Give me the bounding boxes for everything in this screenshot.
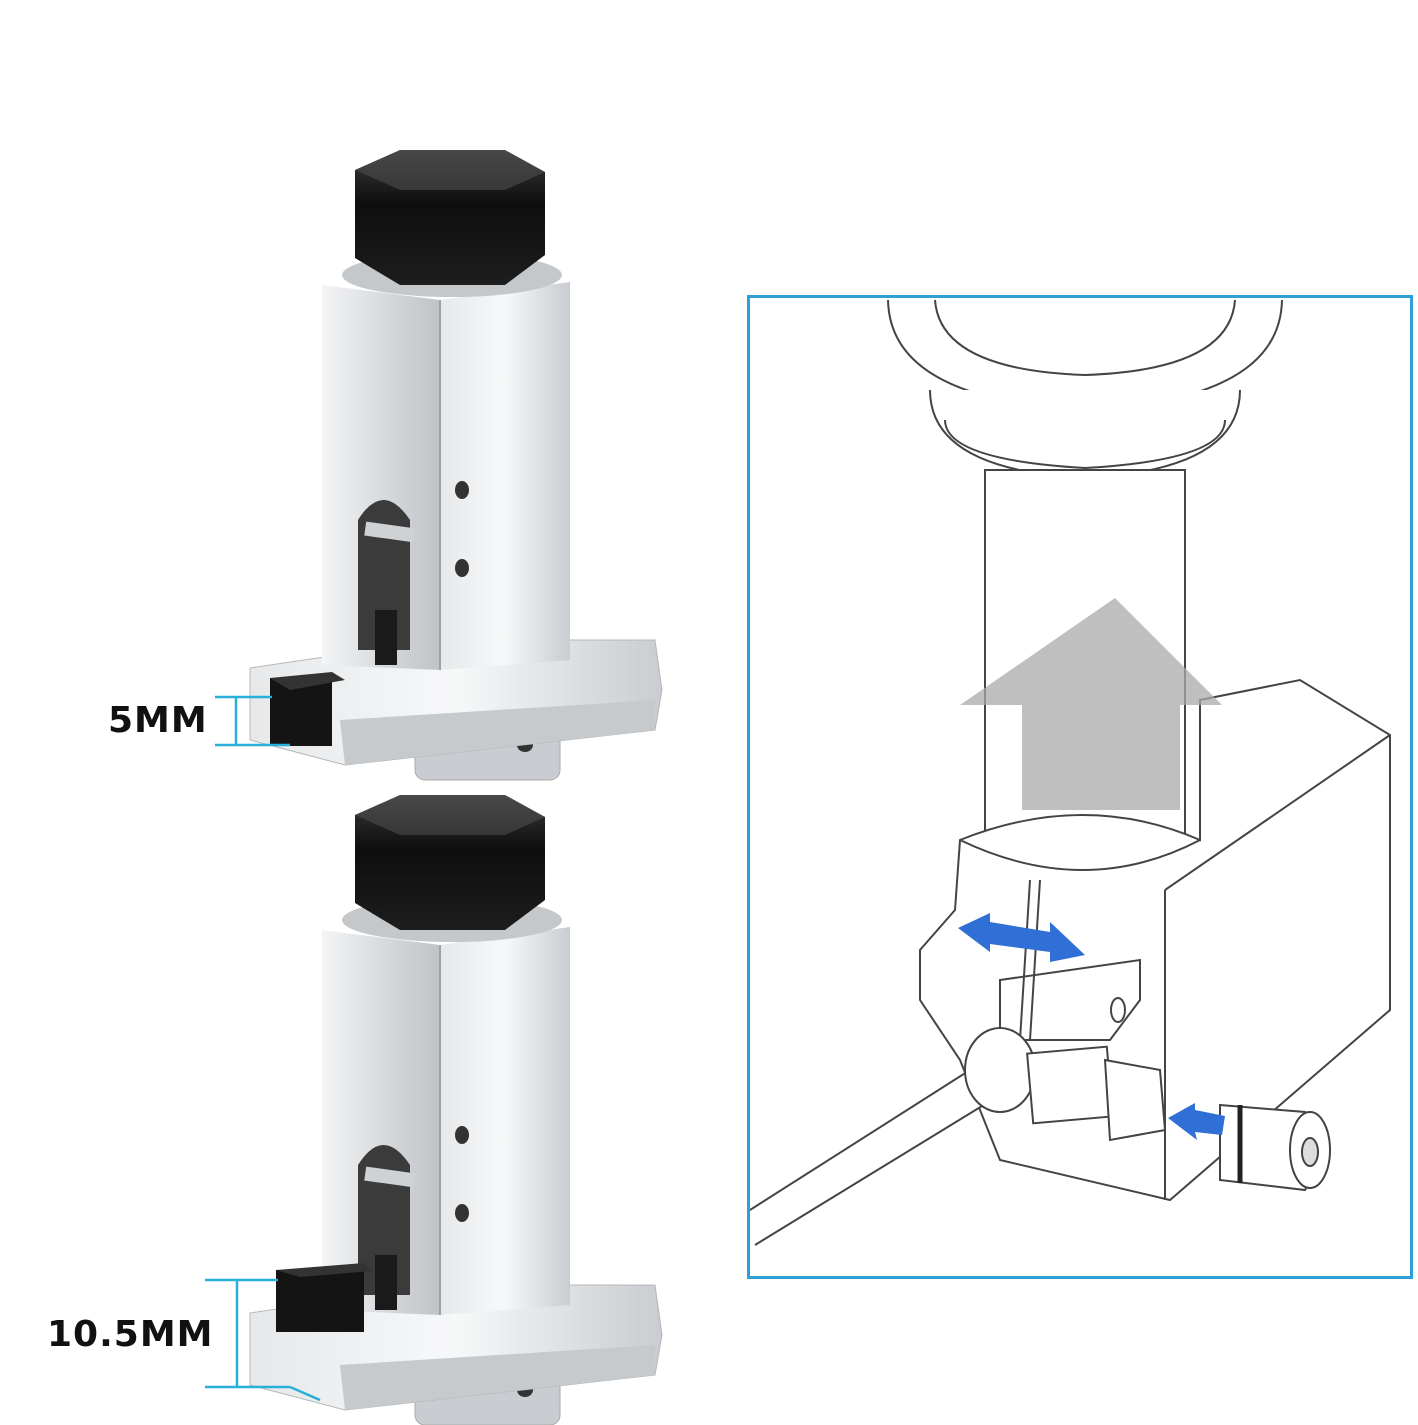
- tool-5mm: [249, 149, 663, 781]
- dimension-bracket-5mm: [215, 695, 290, 747]
- black-jaw-block: [270, 678, 332, 746]
- squeeze-arrows-icon: [958, 913, 1085, 962]
- tool-10-5mm: [249, 794, 663, 1425]
- socket-adapter: [1219, 1103, 1332, 1192]
- diagram-frame: [747, 295, 1413, 1279]
- dimension-label-10-5mm: 10.5MM: [47, 1314, 214, 1355]
- upward-arrow-icon: [960, 598, 1222, 810]
- insert-arrow-icon: [1168, 1103, 1225, 1140]
- dimension-bracket-10-5mm: [205, 1278, 321, 1402]
- black-jaw-block: [276, 1270, 364, 1332]
- dimension-label-5mm: 5MM: [108, 700, 208, 741]
